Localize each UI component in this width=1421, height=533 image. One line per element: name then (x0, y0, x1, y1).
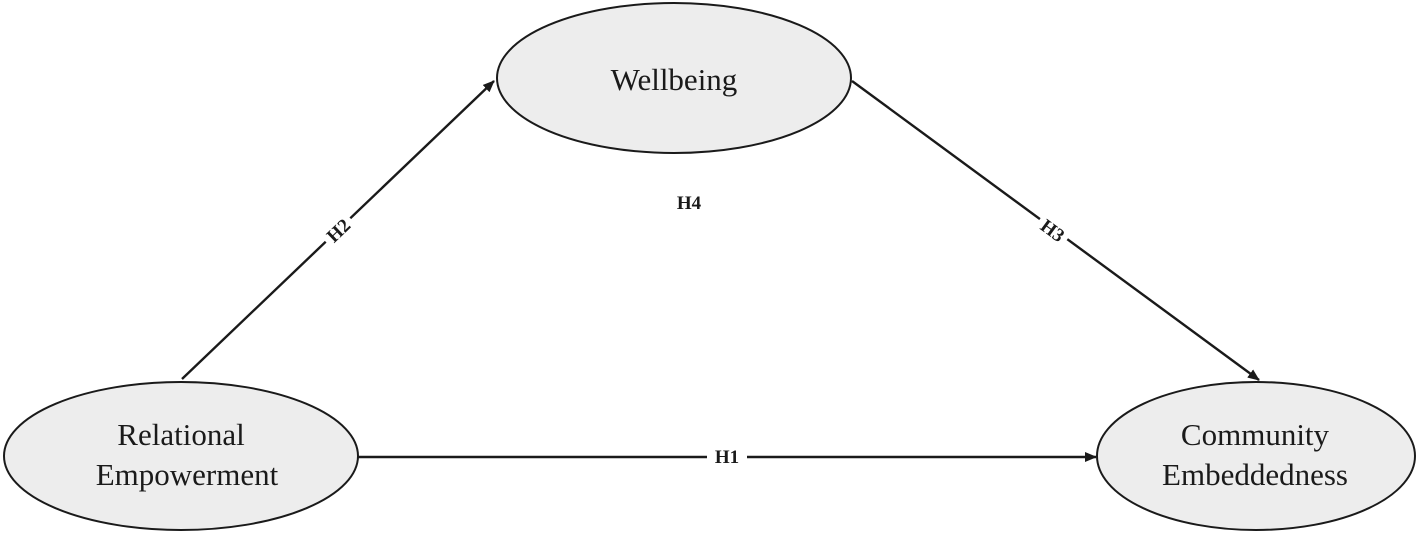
node-community-embeddedness-ellipse (1096, 381, 1416, 531)
node-community-embeddedness-line2: Embeddedness (1162, 457, 1348, 492)
annotation-h4: H4 (677, 193, 702, 214)
node-wellbeing-label: Wellbeing (611, 62, 738, 97)
node-relational-empowerment-ellipse (3, 381, 359, 531)
node-relational-empowerment-line1: Relational (117, 417, 244, 452)
node-wellbeing-ellipse (496, 2, 852, 154)
node-community-embeddedness: Community Embeddedness (1096, 381, 1416, 531)
node-relational-empowerment: Relational Empowerment (3, 381, 359, 531)
node-wellbeing: Wellbeing (496, 2, 852, 154)
edge-h1-label: H1 (715, 447, 739, 468)
edge-h1: H1 (358, 446, 1097, 468)
edge-h3: H3 (851, 80, 1260, 381)
edge-h2: H2 (181, 80, 495, 380)
node-relational-empowerment-line2: Empowerment (96, 457, 279, 492)
node-community-embeddedness-line1: Community (1181, 417, 1330, 452)
